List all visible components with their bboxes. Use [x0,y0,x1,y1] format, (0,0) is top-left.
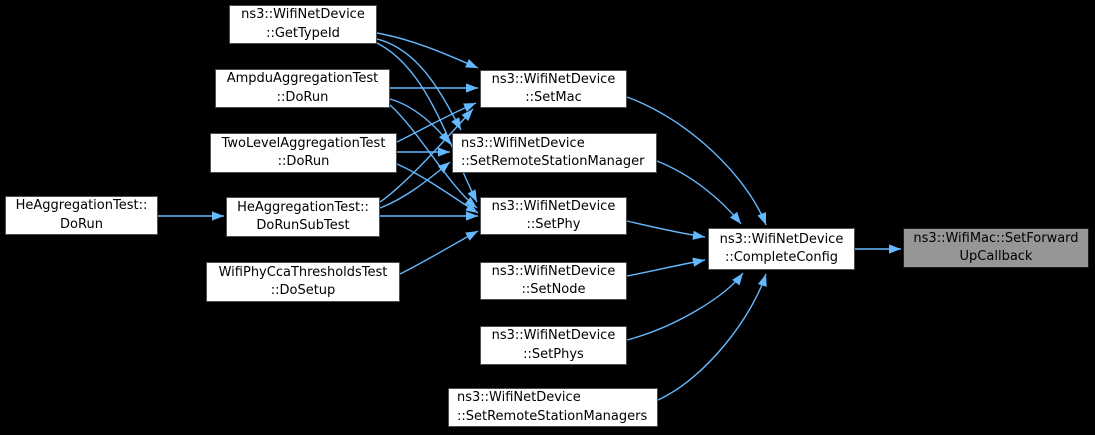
node-setphy[interactable]: ns3::WifiNetDevice::SetPhy [480,197,627,235]
node-twolevel-dorun[interactable]: TwoLevelAggregationTest::DoRun [210,133,397,173]
arrowhead-gettypeid-to-setremotestationmanager [451,117,461,130]
arrowhead-twolevel-dorun-to-setmac [463,103,476,112]
arrowhead-ampdu-dorun-to-setphy [464,196,477,208]
arrowhead-he-dorunsubtest-to-setmac [461,109,473,121]
node-label-line: ::GetTypeId [266,25,340,41]
node-setremotestationmanagers[interactable]: ns3::WifiNetDevice::SetRemoteStationMana… [448,388,658,427]
edge-gettypeid-to-setremotestationmanager [376,38,462,131]
arrowhead-twolevel-dorun-to-setphy [465,202,478,213]
node-label-line: ::SetPhys [523,346,584,362]
node-label-line: TwoLevelAggregationTest [221,135,386,151]
node-label-line: ns3::WifiNetDevice [491,71,616,87]
edge-setremotestationmanager-to-completeconfig [656,160,742,225]
node-label-line: ::DoSetup [270,283,336,298]
arrowhead-cca-dosetup-to-setphy [465,231,478,241]
arrowhead-twolevel-dorun-to-setremotestationmanager [438,147,450,157]
node-label-line: ::DoRun [277,154,330,169]
node-setphys[interactable]: ns3::WifiNetDevice::SetPhys [480,326,627,365]
node-label-line: ::DoRun [276,89,329,105]
node-completeconfig[interactable]: ns3::WifiNetDevice::CompleteConfig [708,228,855,270]
arrowhead-setremotestationmanager-to-completeconfig [729,211,741,224]
arrowhead-setremotestationmanagers-to-completeconfig [757,274,767,287]
node-label-line: ::CompleteConfig [724,250,839,265]
arrowhead-ampdu-dorun-to-setmac [466,83,478,93]
edge-ampdu-dorun-to-setphy [389,104,478,209]
node-label-line: ns3::WifiNetDevice [491,198,616,214]
arrowhead-setphy-to-completeconfig [692,230,705,240]
node-label-line: AmpduAggregationTest [226,71,379,86]
node-label-line: ::SetPhy [526,217,581,232]
edge-he-dorunsubtest-to-setmac [379,108,474,203]
edge-setmac-to-completeconfig [626,96,767,226]
arrowhead-gettypeid-to-setmac [465,59,478,68]
arrowhead-he-dorunsubtest-to-setphy [466,211,478,221]
node-label-line: ns3::WifiNetDevice [719,231,844,247]
node-label-line: ns3::WifiMac::SetForward [913,230,1079,246]
edge-setphys-to-completeconfig [626,272,744,341]
node-label-line: ::SetNode [521,282,586,297]
node-label-line: ns3::WifiNetDevice [491,328,616,343]
arrowhead-completeconfig-to-setforwardupcallback [889,244,901,254]
node-label-line: ns3::WifiNetDevice [461,135,585,151]
arrowhead-gettypeid-to-setphy [467,189,477,202]
arrowhead-setnode-to-completeconfig [692,257,705,267]
node-he-dorun[interactable]: HeAggregationTest::DoRun [5,196,158,235]
node-label-line: ns3::WifiNetDevice [457,390,581,405]
arrowhead-setmac-to-completeconfig [757,212,767,225]
node-label-line: HeAggregationTest:: [15,198,148,213]
node-label-line: DoRunSubTest [256,218,350,233]
node-setnode[interactable]: ns3::WifiNetDevice::SetNode [480,262,627,300]
node-label-line: HeAggregationTest:: [237,199,369,215]
edge-gettypeid-to-setphy [376,42,478,203]
node-label-line: DoRun [60,216,103,232]
node-he-dorunsubtest[interactable]: HeAggregationTest::DoRunSubTest [226,197,380,237]
node-ampdu-dorun[interactable]: AmpduAggregationTest::DoRun [215,69,390,108]
edge-gettypeid-to-setmac [376,32,479,69]
node-setmac[interactable]: ns3::WifiNetDevice::SetMac [480,70,627,108]
edge-cca-dosetup-to-setphy [399,230,479,275]
node-label-line: ::SetMac [525,90,582,105]
node-label-line: ::SetRemoteStationManager [461,154,645,169]
node-label-line: ns3::WifiNetDevice [491,263,616,279]
node-label-line: ::SetRemoteStationManagers [457,408,648,424]
edge-setremotestationmanagers-to-completeconfig [657,273,767,401]
arrowhead-he-dorun-to-he-dorunsubtest [212,211,224,221]
node-gettypeid[interactable]: ns3::WifiNetDevice::GetTypeId [229,5,377,44]
node-label-line: UpCallback [959,249,1033,264]
arrowhead-ampdu-dorun-to-setremotestationmanager [438,131,450,144]
arrowhead-setphys-to-completeconfig [732,273,743,286]
node-label-line: WifiPhyCcaThresholdsTest [218,264,388,280]
node-cca-dosetup[interactable]: WifiPhyCcaThresholdsTest::DoSetup [206,262,400,302]
node-label-line: ns3::WifiNetDevice [241,7,365,22]
node-setremotestationmanager[interactable]: ns3::WifiNetDevice::SetRemoteStationMana… [452,133,657,173]
arrowhead-he-dorunsubtest-to-setremotestationmanager [437,162,450,174]
